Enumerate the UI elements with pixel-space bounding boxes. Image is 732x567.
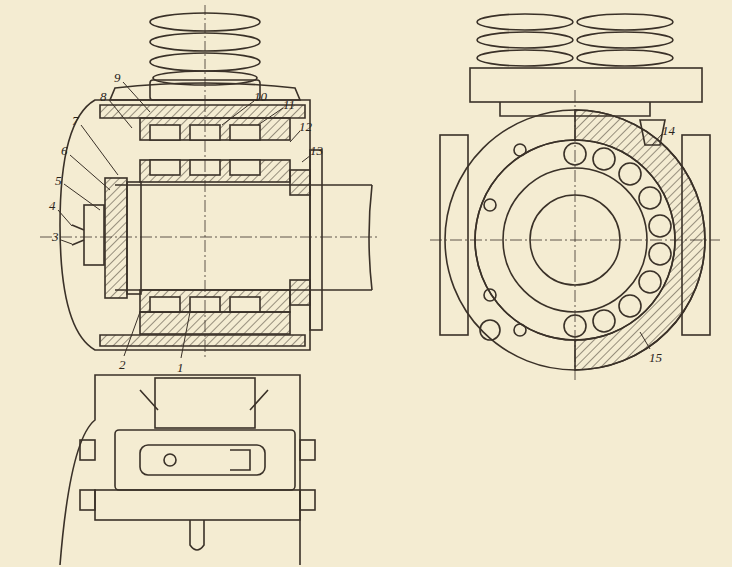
callout-number: 11: [283, 98, 295, 111]
callout-number: 1: [177, 361, 184, 374]
callout-number: 10: [254, 90, 267, 103]
coil-spring: [477, 14, 673, 66]
callout-number: 8: [100, 90, 107, 103]
callout-number: 6: [61, 144, 68, 157]
callout-number: 4: [49, 199, 56, 212]
axle: [115, 185, 372, 290]
callout-number: 13: [310, 144, 323, 157]
callout-number: 9: [114, 71, 121, 84]
housing-plan: [60, 375, 300, 565]
housing: [60, 100, 310, 350]
callout-number: 7: [72, 114, 79, 127]
callout-number: 2: [119, 358, 126, 371]
callout-number: 3: [52, 230, 59, 243]
callout-number: 15: [649, 351, 662, 364]
callout-number: 5: [55, 174, 62, 187]
callout-number: 14: [662, 124, 675, 137]
callout-number: 12: [299, 120, 312, 133]
